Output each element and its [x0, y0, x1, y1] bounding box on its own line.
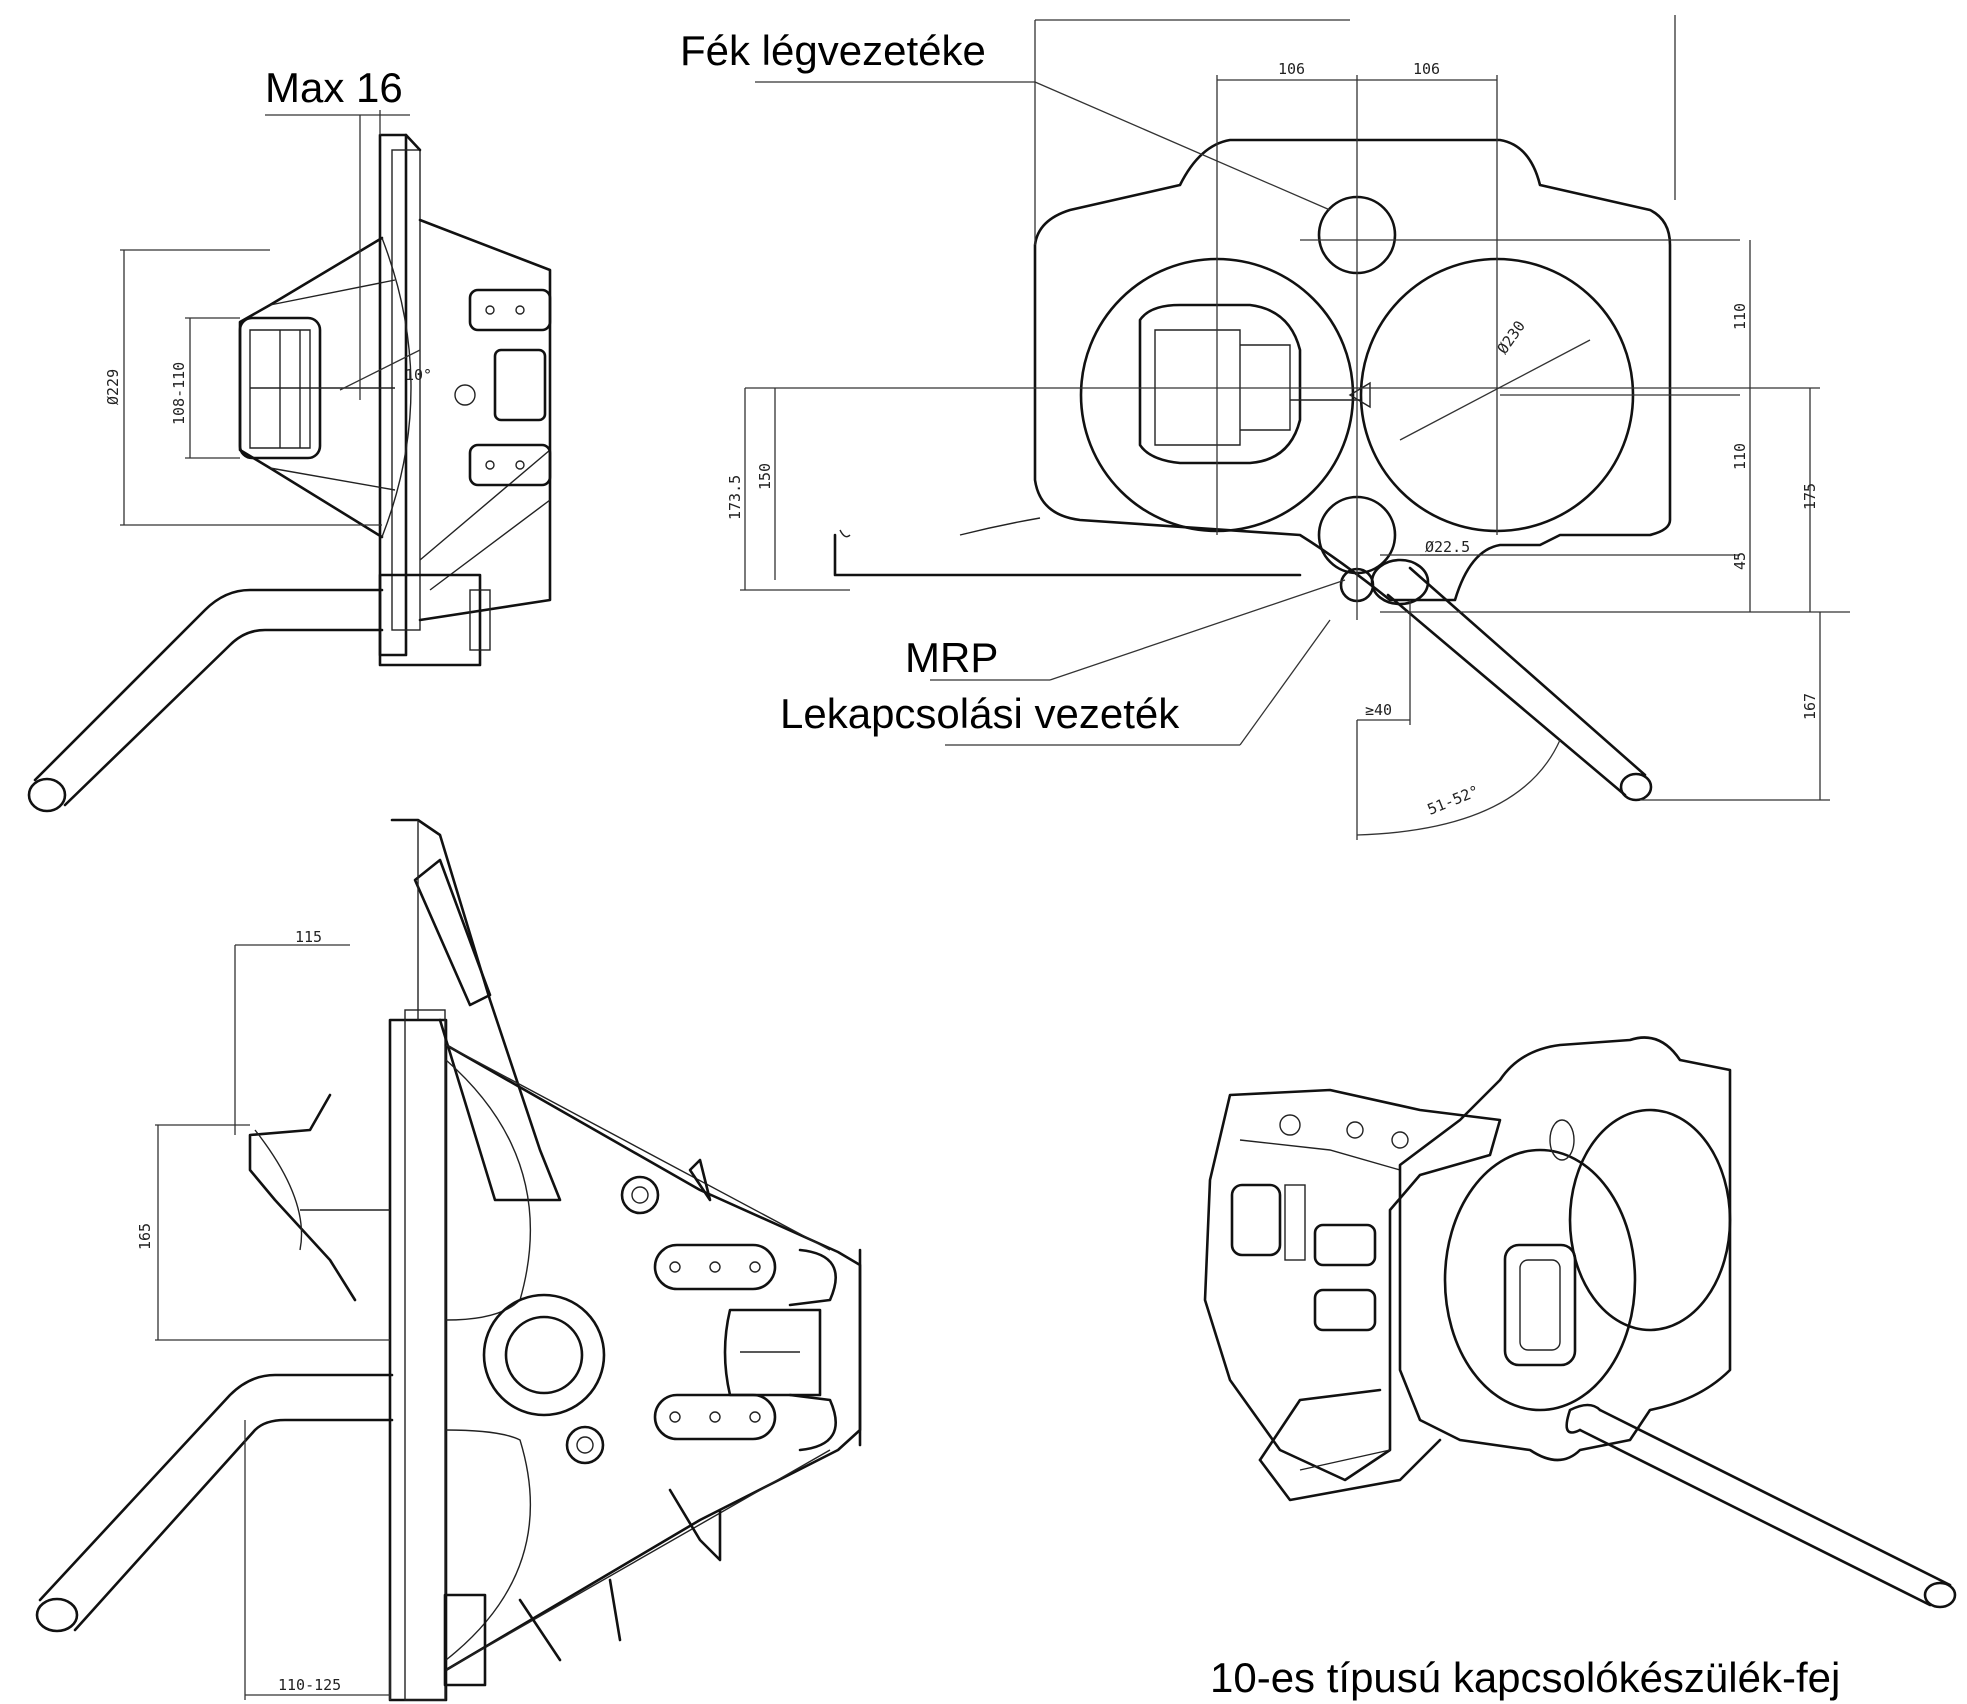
dim-45: 45 — [1731, 552, 1749, 570]
dim-108-110: 108-110 — [170, 362, 188, 425]
label-uncoupling-line: Lekapcsolási vezeték — [780, 690, 1180, 737]
dim-173-5: 173.5 — [726, 475, 744, 520]
dim-150: 150 — [756, 463, 774, 490]
label-brake-air-line: Fék légvezetéke — [680, 27, 986, 74]
dim-angle10: 10° — [405, 366, 432, 384]
dim-175: 175 — [1801, 483, 1819, 510]
side-view-top-left — [27, 110, 552, 813]
dim-angle: 51-52° — [1425, 782, 1482, 819]
caption: 10-es típusú kapcsolókészülék-fej — [1210, 1654, 1840, 1701]
label-mrp: MRP — [905, 634, 998, 681]
front-view-top-right — [740, 15, 1850, 840]
plan-view-bottom-left — [35, 818, 862, 1702]
isometric-view-bottom-right — [1203, 1036, 1957, 1609]
dim-110-top: 110 — [1731, 303, 1749, 330]
dim-165: 165 — [136, 1223, 154, 1250]
dim-106-right: 106 — [1413, 60, 1440, 78]
dim-167: 167 — [1801, 693, 1819, 720]
dim-phi22-5: Ø22.5 — [1425, 538, 1470, 556]
dim-110-125: 110-125 — [278, 1676, 341, 1694]
dim-40: ≥40 — [1365, 701, 1392, 719]
label-max16: Max 16 — [265, 64, 403, 111]
dim-115: 115 — [295, 928, 322, 946]
dim-phi230: Ø230 — [1494, 317, 1529, 357]
dim-110-mid: 110 — [1731, 443, 1749, 470]
dim-phi229: Ø229 — [104, 369, 122, 405]
dim-106-left: 106 — [1278, 60, 1305, 78]
